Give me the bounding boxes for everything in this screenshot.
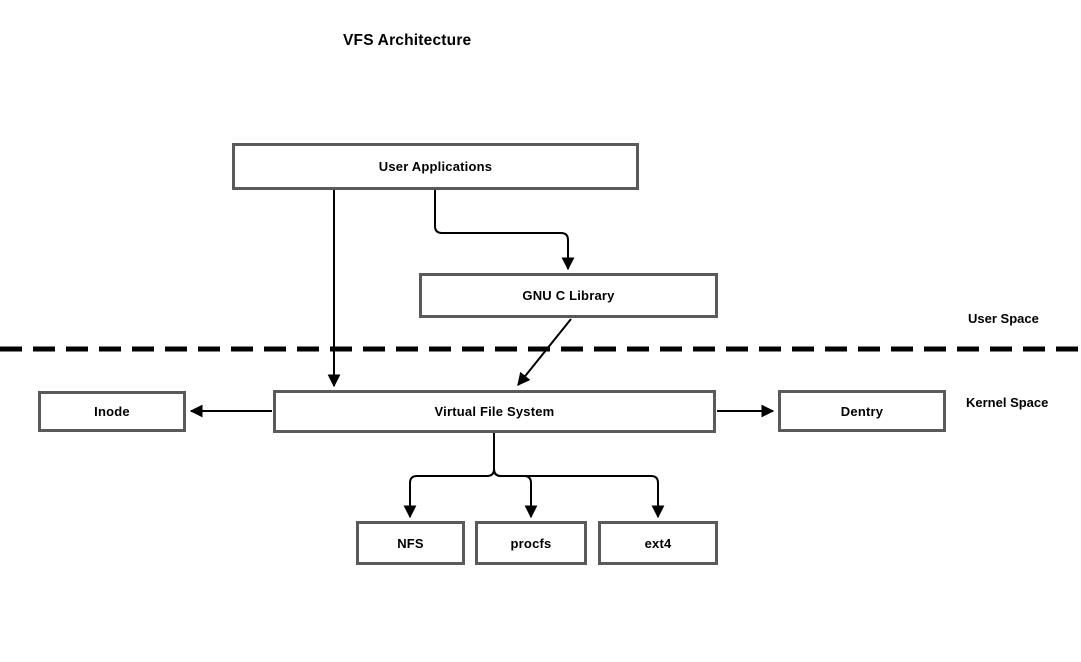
node-gnu-c-library-label: GNU C Library	[522, 288, 615, 303]
node-dentry[interactable]: Dentry	[778, 390, 946, 432]
edge-vfs-to-procfs	[493, 433, 538, 519]
edge-libc-to-vfs	[517, 318, 572, 387]
edge-apps-to-libc	[434, 190, 575, 271]
edge-vfs-to-ext4	[493, 433, 665, 519]
node-gnu-c-library[interactable]: GNU C Library	[419, 273, 718, 318]
node-nfs-label: NFS	[397, 535, 424, 551]
label-kernel-space: Kernel Space	[966, 395, 1049, 410]
node-ext4[interactable]: ext4	[598, 521, 718, 565]
label-user-space: User Space	[968, 311, 1039, 326]
node-dentry-label: Dentry	[840, 403, 884, 419]
node-nfs[interactable]: NFS	[356, 521, 465, 565]
node-user-applications[interactable]: User Applications	[232, 143, 639, 190]
node-virtual-file-system[interactable]: Virtual File System	[273, 390, 716, 433]
node-procfs-label: procfs	[510, 535, 552, 551]
node-user-applications-label: User Applications	[378, 159, 493, 174]
node-virtual-file-system-label: Virtual File System	[434, 404, 555, 419]
edge-vfs-to-nfs	[403, 433, 495, 519]
node-inode-label: Inode	[94, 404, 130, 419]
page-title: VFS Architecture	[343, 32, 472, 49]
node-ext4-label: ext4	[644, 535, 672, 551]
node-inode[interactable]: Inode	[38, 391, 186, 432]
node-procfs[interactable]: procfs	[475, 521, 587, 565]
